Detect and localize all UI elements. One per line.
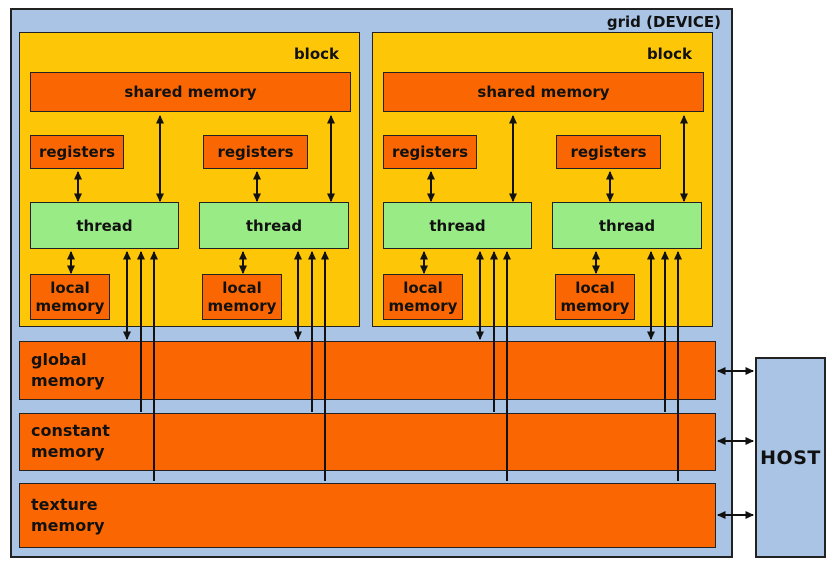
global-memory-bar: global memory xyxy=(19,341,716,400)
texture-memory-label: texture memory xyxy=(31,494,105,535)
shared-memory-block-1: shared memory xyxy=(30,72,351,112)
local-memory-1-block-1: local memory xyxy=(30,274,110,320)
thread-2-block-2: thread xyxy=(552,202,702,249)
shared-memory-block-2: shared memory xyxy=(383,72,704,112)
block-1-label: block xyxy=(293,45,339,63)
texture-memory-bar: texture memory xyxy=(19,483,716,548)
host-box: HOST xyxy=(755,357,826,558)
registers-2-block-2: registers xyxy=(556,135,661,169)
block-2-label: block xyxy=(646,45,692,63)
thread-1-block-1: thread xyxy=(30,202,179,249)
registers-2-block-1: registers xyxy=(203,135,308,169)
local-memory-2-block-1: local memory xyxy=(202,274,282,320)
constant-memory-label: constant memory xyxy=(31,421,110,461)
local-memory-2-block-2: local memory xyxy=(555,274,635,320)
constant-memory-bar: constant memory xyxy=(19,413,716,471)
local-memory-1-block-2: local memory xyxy=(383,274,463,320)
registers-1-block-1: registers xyxy=(30,135,124,169)
device-grid-container: grid (DEVICE) block shared memory regist… xyxy=(10,8,733,558)
thread-1-block-2: thread xyxy=(383,202,532,249)
global-memory-label: global memory xyxy=(31,349,105,390)
thread-2-block-1: thread xyxy=(199,202,349,249)
registers-1-block-2: registers xyxy=(383,135,477,169)
block-1: block shared memory registers registers … xyxy=(19,32,360,327)
host-label: HOST xyxy=(760,446,821,469)
device-grid-label: grid (DEVICE) xyxy=(606,13,721,31)
block-2: block shared memory registers registers … xyxy=(372,32,713,327)
